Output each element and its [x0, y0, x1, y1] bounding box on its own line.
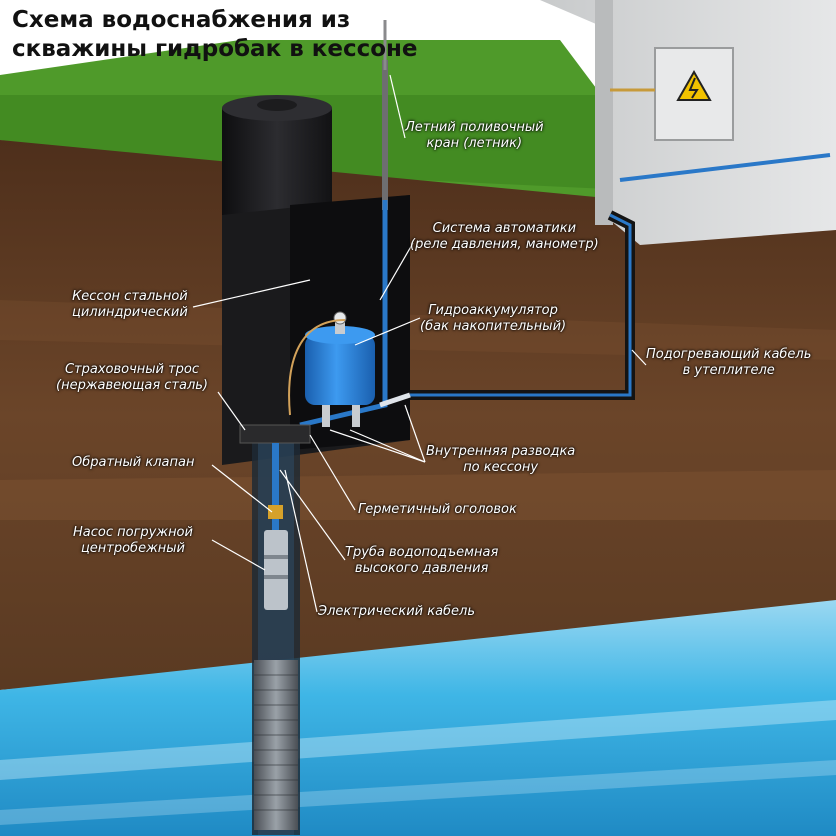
aquifer-layer [0, 600, 836, 836]
label-safety-rope: Страховочный трос (нержавеющая сталь) [56, 362, 208, 394]
sealed-wellhead [239, 424, 311, 444]
label-pump-line-2: центробежный [80, 541, 186, 556]
label-automation-line-2: (реле давления, манометр) [410, 237, 599, 252]
label-electric-cable-line-1: Электрический кабель [318, 604, 476, 619]
label-pump-line-1: Насос погружной [73, 525, 193, 540]
label-automation-line-1: Система автоматики [432, 221, 577, 236]
label-safety-rope-line-2: (нержавеющая сталь) [56, 378, 208, 393]
leader-lines [192, 74, 647, 613]
diagram-title: Схема водоснабжения из скважины гидробак… [12, 6, 418, 64]
label-accumulator-line-2: (бак накопительный) [420, 319, 567, 334]
summer-tap-pipe [382, 60, 388, 210]
label-pump: Насос погружной центробежный [73, 525, 193, 557]
accumulator-tank [305, 311, 375, 427]
label-check-valve-line-1: Обратный клапан [72, 455, 195, 470]
label-caisson-line-2: цилиндрический [72, 305, 188, 320]
label-automation: Система автоматики (реле давления, маном… [410, 221, 599, 253]
label-summer-tap: Летний поливочный кран (летник) [405, 120, 544, 152]
label-heating-cable-line-2: в утеплителе [682, 363, 775, 378]
label-sealed-head: Герметичный оголовок [358, 502, 517, 518]
label-riser-pipe: Труба водоподъемная высокого давления [345, 545, 498, 577]
high-voltage-warning-icon [676, 69, 712, 101]
label-accumulator: Гидроаккумулятор (бак накопительный) [420, 303, 566, 335]
label-sealed-head-line-1: Герметичный оголовок [358, 502, 517, 517]
label-accumulator-line-1: Гидроаккумулятор [428, 303, 558, 318]
label-check-valve: Обратный клапан [72, 455, 194, 471]
label-internal-piping-line-2: по кессону [463, 460, 539, 475]
label-riser-pipe-line-1: Труба водоподъемная [345, 545, 499, 560]
title-line-2: скважины гидробак в кессоне [12, 36, 418, 62]
title-line-1: Схема водоснабжения из [12, 7, 351, 33]
label-heating-cable-line-1: Подогревающий кабель [646, 347, 812, 362]
label-riser-pipe-line-2: высокого давления [354, 561, 489, 576]
label-caisson: Кессон стальной цилиндрический [72, 289, 188, 321]
label-internal-piping: Внутренняя разводка по кессону [426, 444, 575, 476]
label-summer-tap-line-1: Летний поливочный [405, 120, 544, 135]
submersible-pump [264, 530, 288, 610]
label-safety-rope-line-1: Страховочный трос [64, 362, 200, 377]
label-internal-piping-line-1: Внутренняя разводка [426, 444, 576, 459]
label-caisson-line-1: Кессон стальной [72, 289, 188, 304]
label-heating-cable: Подогревающий кабель в утеплителе [646, 347, 811, 379]
well-screen-filter [254, 660, 298, 830]
label-electric-cable: Электрический кабель [318, 604, 475, 620]
check-valve [268, 505, 283, 519]
label-summer-tap-line-2: кран (летник) [426, 136, 523, 151]
